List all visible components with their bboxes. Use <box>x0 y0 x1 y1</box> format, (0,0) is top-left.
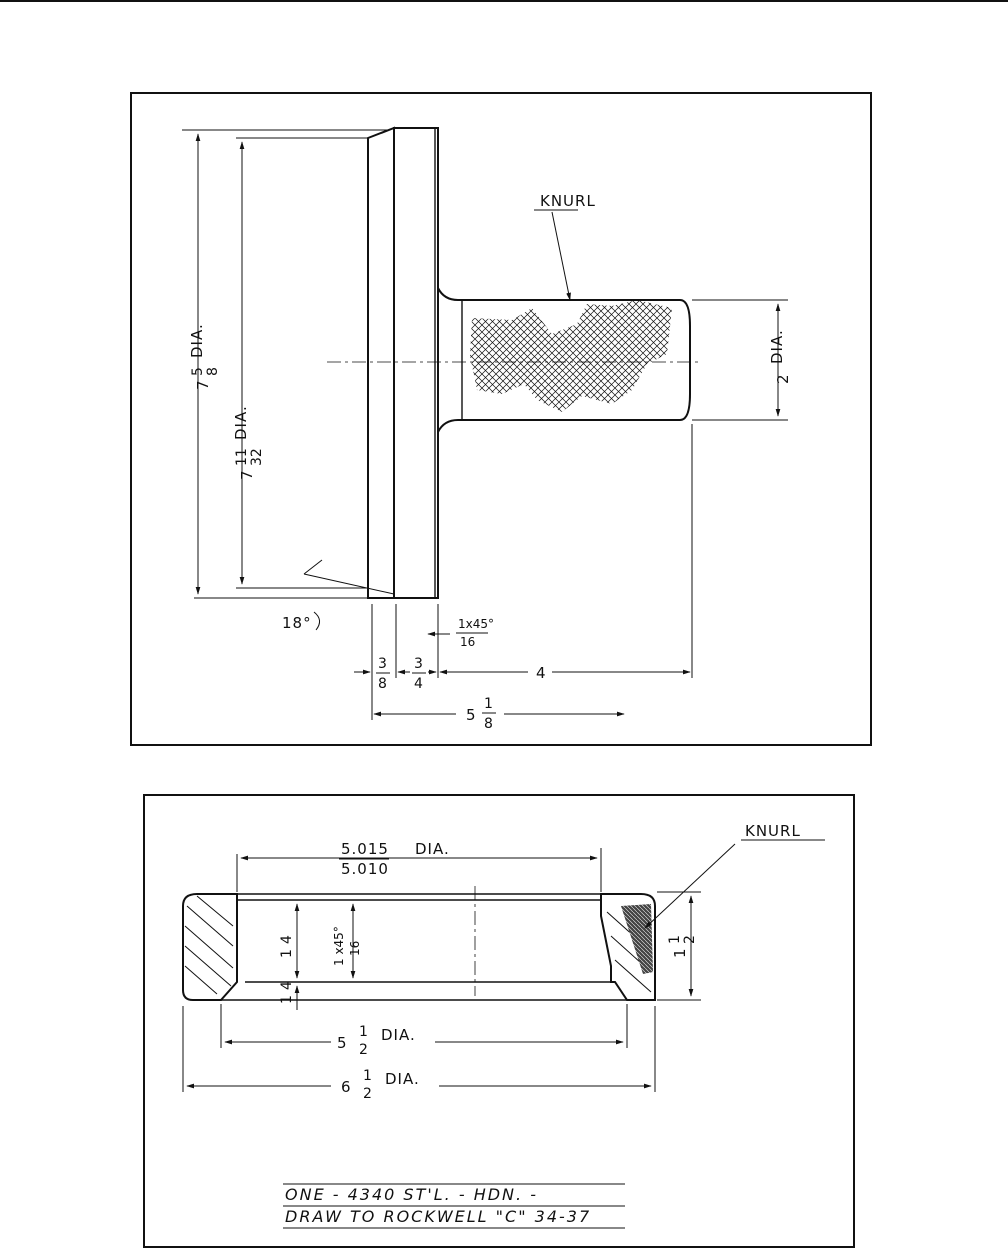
inner-dia-dimension: 7 11 32 DIA. <box>232 405 265 480</box>
svg-text:4: 4 <box>279 981 295 990</box>
svg-text:3: 3 <box>414 656 423 672</box>
svg-text:2: 2 <box>774 373 792 384</box>
hatch-left <box>184 895 234 995</box>
material-note: ONE - 4340 ST'L. - HDN. - DRAW TO ROCKWE… <box>283 1183 625 1229</box>
svg-text:DIA.: DIA. <box>385 1070 420 1088</box>
flange-body <box>367 126 439 599</box>
step-upper-dimension: 1 4 <box>279 935 295 958</box>
svg-text:5: 5 <box>337 1034 348 1052</box>
svg-text:1: 1 <box>667 935 683 944</box>
len-c-dimension: 4 <box>536 664 547 682</box>
outer-dia-dimension: 7 5 8 DIA. <box>188 323 221 390</box>
svg-text:4: 4 <box>414 676 423 692</box>
svg-text:1: 1 <box>484 696 493 712</box>
svg-text:DIA.: DIA. <box>232 405 250 440</box>
svg-text:1: 1 <box>279 995 295 1004</box>
svg-text:1: 1 <box>359 1024 368 1040</box>
height-dimension: 1 1 2 <box>667 935 698 958</box>
svg-text:DIA.: DIA. <box>381 1026 416 1044</box>
len-a-dimension: 3 8 <box>376 656 390 692</box>
chamfer-top: 1x45° <box>458 617 494 631</box>
svg-text:1 x45°: 1 x45° <box>332 926 346 966</box>
angle-label: 18° <box>282 614 312 632</box>
svg-text:2: 2 <box>363 1086 372 1102</box>
chamfer-bottom: 16 <box>460 635 475 649</box>
top-drawing-panel: KNURL 7 5 8 DIA. 7 11 32 DIA. 2 DIA. 18°… <box>130 92 872 746</box>
step-lower-dimension: 1 4 <box>279 981 295 1004</box>
svg-text:32: 32 <box>249 448 265 466</box>
svg-text:DIA.: DIA. <box>768 329 786 364</box>
svg-text:2: 2 <box>359 1042 368 1058</box>
svg-text:16: 16 <box>348 941 362 956</box>
bore-dia-dimension: 5.015 5.010 DIA. <box>339 840 450 878</box>
shaft-dia-dimension: 2 DIA. <box>768 329 792 384</box>
outer-dia-dimension-bottom: 6 1 2 DIA. <box>341 1068 420 1102</box>
svg-text:5.015: 5.015 <box>341 840 389 858</box>
svg-text:2: 2 <box>682 935 698 944</box>
bottom-drawing-svg: KNURL 5.015 5.010 DIA. 1 4 1 4 1 x45° 16… <box>182 822 825 1229</box>
chamfer-bottom-dimension: 1 x45° 16 <box>332 926 362 966</box>
knurl-texture <box>470 300 672 412</box>
knurl-label: KNURL <box>540 192 596 210</box>
svg-text:7: 7 <box>238 469 256 480</box>
svg-text:3: 3 <box>378 656 387 672</box>
svg-text:5: 5 <box>466 706 477 724</box>
svg-text:6: 6 <box>341 1078 352 1096</box>
svg-text:8: 8 <box>484 716 493 732</box>
svg-text:5: 5 <box>190 367 206 376</box>
len-b-dimension: 3 4 <box>412 656 426 692</box>
svg-text:4: 4 <box>279 935 295 944</box>
svg-text:DIA.: DIA. <box>415 840 450 858</box>
knurled-shaft <box>327 287 702 433</box>
ring-section <box>182 886 656 1001</box>
knurl-block <box>621 904 653 974</box>
svg-text:1: 1 <box>279 949 295 958</box>
page-top-rule <box>0 0 1008 2</box>
top-drawing-svg: KNURL 7 5 8 DIA. 7 11 32 DIA. 2 DIA. 18°… <box>182 126 792 732</box>
svg-text:1: 1 <box>363 1068 372 1084</box>
bottom-drawing-panel: KNURL 5.015 5.010 DIA. 1 4 1 4 1 x45° 16… <box>143 794 855 1248</box>
knurl-label-bottom: KNURL <box>745 822 801 840</box>
svg-text:DIA.: DIA. <box>188 323 206 358</box>
note-line-1: ONE - 4340 ST'L. - HDN. - <box>285 1185 538 1204</box>
overall-length-dimension: 5 1 8 <box>466 696 496 732</box>
svg-text:11: 11 <box>234 448 250 466</box>
svg-text:1: 1 <box>671 947 689 958</box>
svg-text:5.010: 5.010 <box>341 860 389 878</box>
mid-dia-dimension: 5 1 2 DIA. <box>337 1024 416 1058</box>
note-line-2: DRAW TO ROCKWELL "C" 34-37 <box>285 1207 591 1226</box>
svg-text:7: 7 <box>194 379 212 390</box>
svg-text:8: 8 <box>378 676 387 692</box>
svg-text:8: 8 <box>205 367 221 376</box>
